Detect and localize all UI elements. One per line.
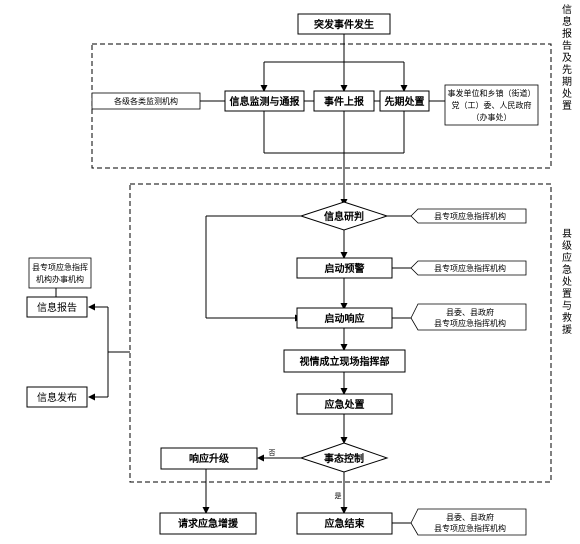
end-org-line-1: 县委、县政府: [446, 512, 494, 522]
emergency-handling-label: 应急处置: [325, 398, 365, 411]
yes-branch-label: 是: [335, 492, 342, 500]
warning-org-note: 县专项应急指挥机构: [410, 260, 527, 276]
early-org-line-1: 事发单位和乡镇（街道）: [448, 88, 536, 98]
monitoring-org-note: 各级各类监测机构: [91, 92, 201, 110]
info-analysis-decision: 信息研判: [299, 201, 389, 231]
bottom-connectors: [55, 215, 411, 524]
command-post-node: 视情成立现场指挥部: [283, 349, 406, 373]
info-report-node: 信息报告: [26, 296, 88, 318]
report-org-line-2: 机构办事机构: [36, 274, 84, 284]
warning-label: 启动预警: [325, 262, 365, 275]
report-org-note: 县专项应急指挥 机构办事机构: [28, 257, 92, 289]
top-section-label: 信息报告及先期处置: [560, 4, 572, 112]
event-report-node: 事件上报: [313, 90, 375, 112]
response-org-line-1: 县委、县政府: [446, 307, 494, 317]
top-connectors: [200, 34, 445, 206]
early-handling-node: 先期处置: [379, 90, 430, 112]
end-org-line-2: 县专项应急指挥机构: [434, 523, 506, 533]
early-org-line-2: 党（工）委、人民政府: [452, 100, 532, 110]
start-node: 突发事件发生: [297, 13, 391, 35]
analysis-org-note: 县专项应急指挥机构: [410, 208, 527, 224]
end-node: 应急结束: [296, 512, 393, 535]
warning-org-text: 县专项应急指挥机构: [434, 263, 506, 273]
info-release-node: 信息发布: [26, 386, 88, 408]
response-node: 启动响应: [296, 307, 393, 329]
info-analysis-label: 信息研判: [324, 210, 364, 223]
end-label: 应急结束: [325, 517, 366, 530]
command-post-label: 视情成立现场指挥部: [300, 355, 390, 368]
early-org-note: 事发单位和乡镇（街道） 党（工）委、人民政府 （办事处）: [444, 84, 539, 126]
response-label: 启动响应: [325, 312, 365, 325]
situation-control-label: 事态控制: [324, 452, 364, 465]
end-org-note: 县委、县政府 县专项应急指挥机构: [410, 508, 527, 536]
emergency-handling-node: 应急处置: [296, 393, 393, 415]
bottom-section-label: 县级应急处置与救援: [560, 228, 572, 336]
report-org-line-1: 县专项应急指挥: [32, 262, 88, 272]
upgrade-label: 响应升级: [189, 452, 230, 465]
response-org-note: 县委、县政府 县专项应急指挥机构: [410, 303, 527, 331]
request-support-node: 请求应急增援: [159, 512, 257, 535]
monitoring-org-text: 各级各类监测机构: [114, 96, 178, 106]
warning-node: 启动预警: [296, 257, 393, 279]
monitoring-label: 信息监测与通报: [230, 95, 300, 108]
situation-control-decision: 事态控制: [299, 442, 389, 473]
early-handling-label: 先期处置: [385, 95, 425, 108]
no-branch-label: 否: [269, 449, 276, 457]
early-org-line-3: （办事处）: [472, 112, 512, 122]
request-support-label: 请求应急增援: [178, 517, 239, 530]
county-response-section-frame: [129, 183, 552, 483]
info-release-label: 信息发布: [37, 391, 77, 404]
start-label: 突发事件发生: [314, 18, 374, 31]
info-report-label: 信息报告: [37, 301, 77, 314]
analysis-org-text: 县专项应急指挥机构: [434, 211, 506, 221]
response-org-line-2: 县专项应急指挥机构: [434, 318, 506, 328]
upgrade-node: 响应升级: [160, 447, 258, 470]
event-report-label: 事件上报: [324, 95, 364, 108]
monitoring-node: 信息监测与通报: [224, 90, 305, 112]
